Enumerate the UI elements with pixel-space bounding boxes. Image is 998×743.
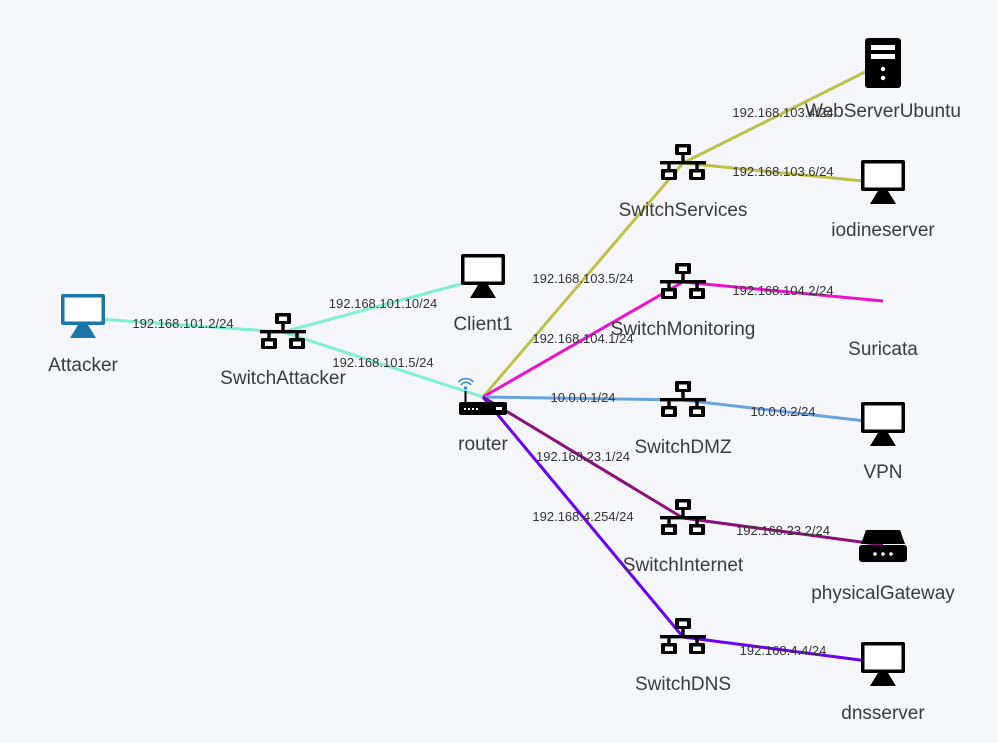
- link-router-switchdmz[interactable]: [482, 395, 684, 402]
- node-dnsserver[interactable]: dnsserver: [841, 642, 925, 724]
- node-label-switch-attacker: SwitchAttacker: [220, 368, 346, 389]
- monitor-icon: [861, 160, 905, 204]
- node-label-switch-services: SwitchServices: [619, 200, 748, 221]
- ip-label-webserver: 192.168.103.4/24: [732, 105, 833, 120]
- node-suricata[interactable]: Suricata: [848, 339, 918, 360]
- link-router-switchinternet[interactable]: [482, 395, 684, 520]
- router-icon: [457, 377, 507, 415]
- node-iodineserver[interactable]: iodineserver: [831, 160, 935, 241]
- node-physical-gateway[interactable]: physicalGateway: [811, 530, 955, 604]
- link-switchdmz-vpn[interactable]: [682, 398, 884, 425]
- node-label-switch-dmz: SwitchDMZ: [634, 437, 732, 458]
- node-label-switch-internet: SwitchInternet: [623, 555, 744, 576]
- node-label-suricata: Suricata: [848, 339, 918, 360]
- node-attacker[interactable]: Attacker: [48, 294, 119, 376]
- link-switchmonitoring-suricata[interactable]: [682, 280, 884, 303]
- node-switch-monitoring[interactable]: SwitchMonitoring: [611, 263, 756, 340]
- ip-label-physicalgateway: 192.168.23.2/24: [736, 523, 830, 538]
- node-label-physical-gateway: physicalGateway: [811, 583, 955, 604]
- ip-label-dnsserver: 192.168.4.4/24: [740, 643, 827, 658]
- monitor-icon: [861, 642, 905, 686]
- node-label-switch-dns: SwitchDNS: [635, 674, 731, 695]
- node-client1[interactable]: Client1: [453, 254, 513, 335]
- node-router[interactable]: router: [457, 377, 508, 455]
- node-label-router: router: [458, 434, 508, 455]
- ip-label-router-monitoring: 192.168.104.1/24: [532, 331, 633, 346]
- link-switchattacker-client1[interactable]: [282, 276, 484, 334]
- wifi-icon: [457, 377, 475, 390]
- ip-label-router-services: 192.168.103.5/24: [532, 271, 633, 286]
- switch-icon: [660, 618, 706, 654]
- link-switchdns-dnsserver[interactable]: [682, 635, 884, 665]
- switch-icon: [660, 381, 706, 417]
- link-router-switchdns[interactable]: [481, 396, 685, 638]
- ip-label-client1: 192.168.101.10/24: [329, 296, 437, 311]
- ip-label-router-dmz: 10.0.0.1/24: [550, 390, 615, 405]
- monitor-icon: [861, 402, 905, 446]
- ip-label-iodineserver: 192.168.103.6/24: [732, 164, 833, 179]
- link-switchattacker-router[interactable]: [282, 330, 484, 399]
- node-switch-services[interactable]: SwitchServices: [619, 144, 748, 221]
- monitor-icon: [461, 254, 505, 298]
- switch-icon: [260, 313, 306, 349]
- node-label-switch-monitoring: SwitchMonitoring: [611, 319, 756, 340]
- node-label-client1: Client1: [453, 314, 512, 335]
- ip-label-suricata: 192.168.104.2/24: [732, 283, 833, 298]
- node-label-dnsserver: dnsserver: [841, 703, 925, 724]
- node-label-vpn: VPN: [863, 462, 902, 483]
- node-webserver[interactable]: WebServerUbuntu: [805, 38, 961, 122]
- gateway-icon: [859, 530, 907, 562]
- ip-label-router-attacker: 192.168.101.5/24: [332, 355, 433, 370]
- ip-label-vpn: 10.0.0.2/24: [750, 404, 815, 419]
- ip-label-attacker: 192.168.101.2/24: [132, 316, 233, 331]
- link-router-switchmonitoring[interactable]: [482, 280, 684, 399]
- switch-icon: [660, 263, 706, 299]
- link-attacker-switchattacker[interactable]: [82, 316, 284, 334]
- node-label-webserver: WebServerUbuntu: [805, 101, 961, 122]
- ip-label-router-dns: 192.168.4.254/24: [532, 509, 633, 524]
- link-switchservices-iodineserver[interactable]: [682, 161, 884, 185]
- ip-label-router-internet: 192.168.23.1/24: [536, 449, 630, 464]
- node-switch-internet[interactable]: SwitchInternet: [623, 499, 744, 576]
- monitor-icon: [61, 294, 105, 338]
- links: [82, 61, 884, 665]
- link-switchservices-webserver[interactable]: [682, 61, 884, 165]
- node-label-attacker: Attacker: [48, 355, 118, 376]
- node-switch-dmz[interactable]: SwitchDMZ: [634, 381, 732, 458]
- switch-icon: [660, 499, 706, 535]
- server-tower-icon: [865, 38, 901, 88]
- switch-icon: [660, 144, 706, 180]
- node-switch-attacker[interactable]: SwitchAttacker: [220, 313, 346, 389]
- link-switchinternet-physicalgateway[interactable]: [682, 516, 884, 547]
- node-label-iodineserver: iodineserver: [831, 220, 935, 241]
- node-switch-dns[interactable]: SwitchDNS: [635, 618, 731, 695]
- node-vpn[interactable]: VPN: [861, 402, 905, 483]
- link-router-switchservices[interactable]: [481, 162, 685, 398]
- link-labels: 192.168.101.2/24 192.168.101.10/24 192.1…: [132, 105, 833, 658]
